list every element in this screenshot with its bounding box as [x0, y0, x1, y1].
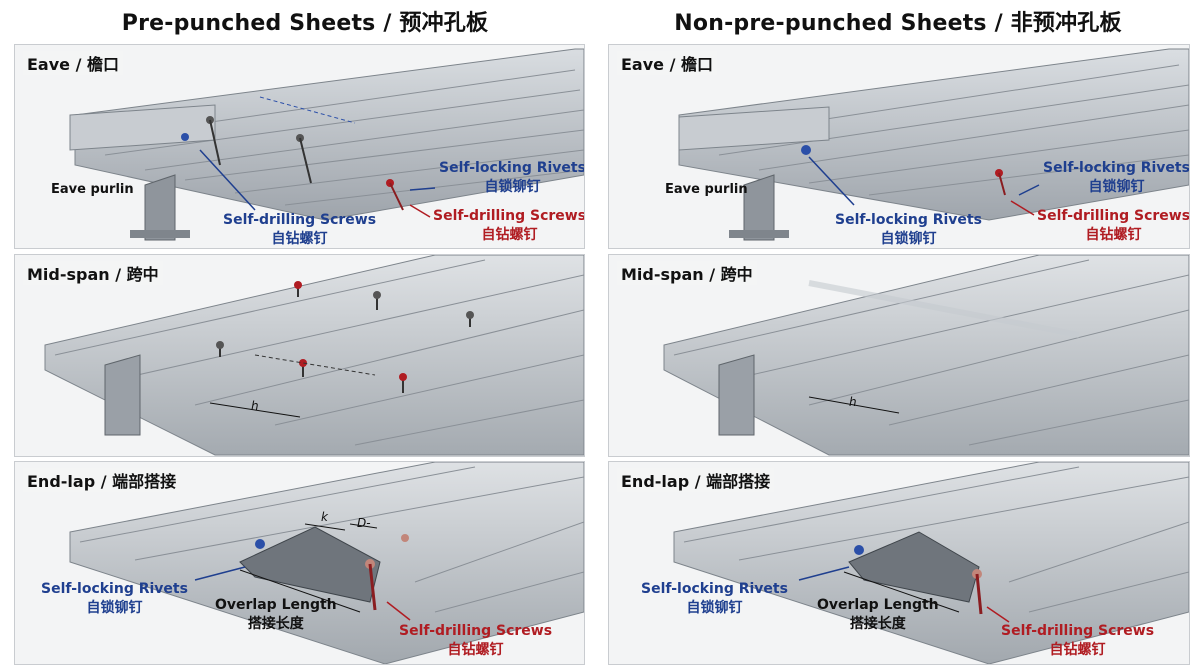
panel-endlap-pre-punched: End-lap / 端部搭接 k D- Self-locking Rivets …	[14, 461, 585, 665]
row-label-midspan-right: Mid-span / 跨中	[617, 261, 757, 285]
self-drilling-zh-endlap-right: 自钻螺钉	[1049, 642, 1106, 658]
self-drilling-en-endlap-right: Self-drilling Screws	[1001, 623, 1155, 639]
eave-illustration-right	[678, 48, 1189, 241]
midspan-illustration-right	[663, 255, 1189, 456]
eave-illustration	[69, 48, 584, 241]
overlap-en: Overlap Length	[215, 597, 337, 613]
self-locking-en-right-center: Self-locking Rivets	[835, 212, 982, 228]
midspan-illustration	[44, 255, 584, 456]
self-drilling-label-endlap: Self-drilling Screws 自钻螺钉	[399, 622, 552, 660]
panel-endlap-non-pre-punched: End-lap / 端部搭接 Self-locking Rivets 自锁铆钉 …	[608, 461, 1190, 665]
screw-group-1	[181, 116, 404, 211]
overlap-zh: 搭接长度	[247, 616, 304, 632]
self-drilling-label-right: Self-drilling Screws 自钻螺钉	[1037, 207, 1190, 245]
self-drilling-label-red: Self-drilling Screws 自钻螺钉	[433, 207, 585, 245]
dimension-d: D-	[357, 516, 371, 530]
self-locking-zh-right: 自锁铆钉	[1088, 179, 1145, 195]
self-locking-label-endlap-right: Self-locking Rivets 自锁铆钉	[641, 580, 788, 618]
dimension-k: k	[321, 510, 328, 524]
overlap-en-right: Overlap Length	[817, 597, 939, 613]
self-locking-zh-endlap-right: 自锁铆钉	[686, 600, 743, 616]
overlap-label: Overlap Length 搭接长度	[215, 596, 337, 634]
self-drilling-zh-right: 自钻螺钉	[1085, 227, 1142, 243]
self-locking-en: Self-locking Rivets	[439, 160, 585, 176]
self-drilling-label: Self-drilling Screws 自钻螺钉	[223, 211, 377, 248]
column-title-pre-punched: Pre-punched Sheets / 预冲孔板	[121, 11, 489, 36]
self-locking-en-endlap: Self-locking Rivets	[41, 581, 188, 597]
overlap-label-right: Overlap Length 搭接长度	[817, 596, 939, 634]
self-drilling-label-endlap-right: Self-drilling Screws 自钻螺钉	[1001, 622, 1154, 660]
self-locking-en-endlap-right: Self-locking Rivets	[641, 581, 788, 597]
panel-midspan-pre-punched: Mid-span / 跨中 h	[14, 254, 585, 457]
self-locking-zh-endlap: 自锁铆钉	[86, 600, 143, 616]
dimension-h-right: h	[849, 395, 857, 409]
self-drilling-en-red: Self-drilling Screws	[433, 208, 585, 224]
self-locking-zh: 自锁铆钉	[484, 179, 541, 195]
self-drilling-zh-endlap: 自钻螺钉	[447, 642, 504, 658]
row-label-midspan: Mid-span / 跨中	[23, 261, 163, 285]
panel-midspan-non-pre-punched: Mid-span / 跨中 h	[608, 254, 1190, 457]
row-label-eave-right: Eave / 檐口	[617, 51, 717, 75]
eave-purlin-label: Eave purlin	[51, 182, 134, 197]
column-title-non-pre-punched: Non-pre-punched Sheets / 非预冲孔板	[674, 11, 1122, 36]
endlap-illustration	[69, 462, 584, 664]
fasteners-midspan	[216, 281, 474, 393]
self-drilling-zh-red: 自钻螺钉	[481, 227, 538, 243]
eave-purlin-label-right: Eave purlin	[665, 182, 748, 197]
self-locking-label-right-center: Self-locking Rivets 自锁铆钉	[835, 211, 982, 248]
panel-eave-pre-punched: Eave / 檐口 Eave purlin Self-drilling Scre…	[14, 44, 585, 249]
self-locking-label-endlap: Self-locking Rivets 自锁铆钉	[41, 580, 188, 618]
row-label-endlap: End-lap / 端部搭接	[23, 468, 181, 492]
self-drilling-en-endlap: Self-drilling Screws	[399, 623, 553, 639]
self-drilling-en: Self-drilling Screws	[223, 212, 377, 228]
panel-eave-non-pre-punched: Eave / 檐口 Eave purlin Self-locking Rivet…	[608, 44, 1190, 249]
self-locking-en-right: Self-locking Rivets	[1043, 160, 1190, 176]
overlap-zh-right: 搭接长度	[849, 616, 906, 632]
self-drilling-en-right: Self-drilling Screws	[1037, 208, 1190, 224]
row-label-eave: Eave / 檐口	[23, 51, 123, 75]
self-drilling-zh: 自钻螺钉	[271, 231, 328, 247]
dimension-h: h	[251, 399, 259, 413]
endlap-illustration-right	[673, 462, 1189, 664]
self-locking-zh-right-center: 自锁铆钉	[880, 231, 937, 247]
row-label-endlap-right: End-lap / 端部搭接	[617, 468, 775, 492]
self-locking-label-right: Self-locking Rivets 自锁铆钉	[1043, 159, 1190, 197]
self-locking-label: Self-locking Rivets 自锁铆钉	[439, 159, 585, 197]
